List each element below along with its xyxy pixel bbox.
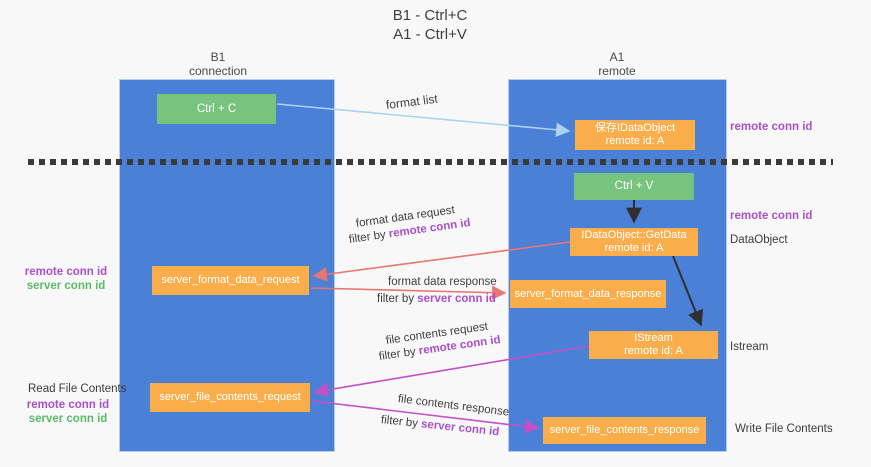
istream-box: IStream remote id: A xyxy=(589,331,718,359)
dataobject-label: DataObject xyxy=(730,234,788,246)
filter-by-text: filter by xyxy=(377,293,418,305)
istream-side-label: Istream xyxy=(730,341,769,353)
save-idataobject-line2: remote id: A xyxy=(605,135,665,147)
lifeline-b1-role: connection xyxy=(188,64,248,78)
server-file-contents-response-label: server_file_contents_response xyxy=(549,424,700,436)
getdata-line2: remote id: A xyxy=(604,242,664,254)
filter-by-text: filter by xyxy=(380,414,422,431)
title-line-2: A1 - Ctrl+V xyxy=(393,26,467,43)
ctrl-v-box: Ctrl + V xyxy=(574,173,694,200)
server-format-data-response-box: server_format_data_response xyxy=(510,280,666,308)
server-format-data-response-label: server_format_data_response xyxy=(514,287,662,300)
diagram-title: B1 - Ctrl+C A1 - Ctrl+V xyxy=(320,6,540,44)
file-contents-response-filter-label: filter by server conn id xyxy=(380,414,499,438)
server-conn-id-label-left-top: server conn id xyxy=(26,280,106,292)
save-idataobject-line1: 保存IDataObject xyxy=(594,122,676,134)
left-conn-id-stack-top: remote conn id server conn id xyxy=(18,265,114,293)
remote-conn-id-label-left-top: remote conn id xyxy=(24,266,108,278)
remote-conn-id-label-mid-right: remote conn id xyxy=(730,210,813,222)
idataobject-getdata-box: IDataObject::GetData remote id: A xyxy=(570,228,698,256)
istream-line1: IStream xyxy=(634,332,673,344)
server-conn-id-label-left-bottom: server conn id xyxy=(28,413,108,425)
format-data-response-filter-label: filter by server conn id xyxy=(377,293,496,305)
format-data-response-label: format data response xyxy=(388,276,497,288)
server-file-contents-response-box: server_file_contents_response xyxy=(543,417,706,444)
lifeline-header-a1: A1 remote xyxy=(557,50,677,78)
format-list-label: format list xyxy=(385,91,439,112)
server-conn-id-filter-text: server conn id xyxy=(417,293,496,305)
server-file-contents-request-label: server_file_contents_request xyxy=(159,391,301,403)
server-format-data-request-label: server_format_data_request xyxy=(161,274,300,286)
getdata-line1: IDataObject::GetData xyxy=(581,229,687,241)
ctrl-c-box: Ctrl + C xyxy=(157,94,276,124)
lifeline-header-b1: B1 connection xyxy=(158,50,278,78)
remote-conn-id-label-top-right: remote conn id xyxy=(730,121,813,133)
server-conn-id-filter-text: server conn id xyxy=(420,418,500,439)
server-format-data-request-box: server_format_data_request xyxy=(152,266,309,295)
read-file-contents-label: Read File Contents xyxy=(28,383,127,395)
file-contents-response-label: file contents response xyxy=(397,393,510,419)
istream-line2: remote id: A xyxy=(624,345,683,357)
filter-by-text: filter by xyxy=(378,345,420,363)
remote-conn-id-label-left-bottom: remote conn id xyxy=(26,399,110,411)
title-line-1: B1 - Ctrl+C xyxy=(392,7,468,24)
filter-by-text: filter by xyxy=(348,228,390,246)
lifeline-b1-name: B1 xyxy=(210,50,226,64)
dashed-separator xyxy=(28,159,833,165)
ctrl-v-label: Ctrl + V xyxy=(614,180,654,192)
left-conn-id-stack-bottom: remote conn id server conn id xyxy=(20,398,116,426)
lifeline-a1-role: remote xyxy=(598,64,636,78)
ctrl-c-label: Ctrl + C xyxy=(196,102,237,115)
lifeline-a1-name: A1 xyxy=(609,50,625,64)
write-file-contents-label: Write File Contents xyxy=(735,423,833,435)
server-file-contents-request-box: server_file_contents_request xyxy=(150,383,310,412)
save-idataobject-box: 保存IDataObject remote id: A xyxy=(575,120,695,150)
